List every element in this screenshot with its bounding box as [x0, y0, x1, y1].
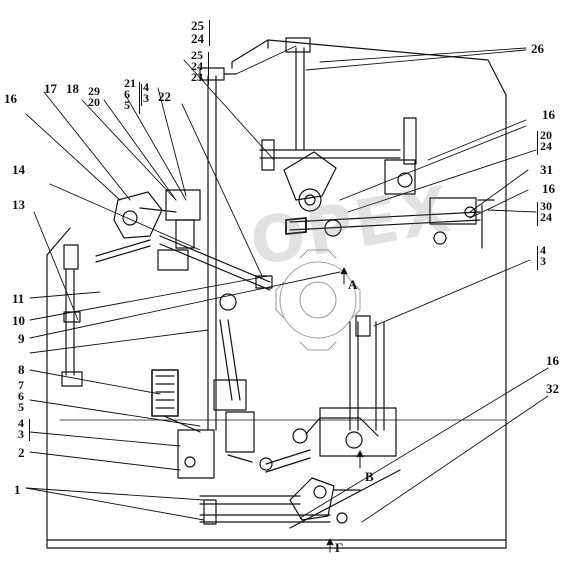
- callout-bar: [208, 52, 209, 85]
- callout-16: 16: [542, 107, 555, 122]
- upper-right-linkage: [259, 117, 495, 249]
- callout-22: 22: [158, 89, 171, 104]
- callout-5: 5: [124, 98, 130, 112]
- callout-bar: [209, 20, 210, 46]
- callout-31: 31: [540, 162, 553, 177]
- callout-13: 13: [12, 197, 25, 212]
- callout-stack-21-6-5: 21 6 5: [124, 76, 136, 112]
- callout-17: 17: [44, 81, 57, 96]
- callout-11: 11: [12, 291, 25, 306]
- callout-stack-4-3: 4 3: [143, 80, 149, 105]
- callout-bar: [141, 84, 142, 106]
- callout-bar: [537, 246, 538, 270]
- callout-6: 6: [124, 87, 130, 101]
- callout-26: 26: [531, 41, 544, 56]
- callout-3: 3: [540, 254, 546, 268]
- callout-stack-25-24: 25 24: [191, 19, 204, 45]
- callout-bar: [29, 419, 30, 441]
- callout-stack-4-3: 4 3: [18, 416, 24, 441]
- callout-4: 4: [18, 416, 24, 430]
- callout-6: 6: [18, 389, 24, 403]
- callout-25: 25: [191, 48, 203, 62]
- callout-3: 3: [143, 91, 149, 105]
- callout-bar: [537, 131, 538, 155]
- callout-7: 7: [18, 378, 24, 392]
- callout-24: 24: [540, 139, 552, 153]
- callout-16: 16: [4, 91, 17, 106]
- callout-10: 10: [12, 313, 25, 328]
- callout-32: 32: [546, 381, 559, 396]
- callout-24: 24: [191, 31, 204, 46]
- pedal-assembly: [61, 189, 273, 387]
- callout-14: 14: [12, 162, 25, 177]
- callout-21: 21: [124, 76, 136, 90]
- callout-16: 16: [542, 181, 555, 196]
- callout-2: 2: [18, 445, 25, 460]
- callout-25: 25: [191, 18, 204, 33]
- callout-stack-25-24-23: 25 24 23: [191, 48, 203, 84]
- callout-20: 20: [88, 95, 100, 109]
- foot-pedal: [151, 369, 215, 479]
- callout-9: 9: [18, 331, 25, 346]
- callout-stack-30-24: 30 24: [540, 199, 552, 224]
- view-arrows: [326, 267, 364, 553]
- callout-bar: [537, 202, 538, 226]
- callout-stack-7-6-5: 7 6 5: [18, 378, 24, 414]
- callout-30: 30: [540, 199, 552, 213]
- view-label-a: A: [348, 277, 358, 292]
- callout-16: 16: [546, 353, 559, 368]
- callout-18: 18: [66, 81, 79, 96]
- callout-3: 3: [18, 427, 24, 441]
- callout-bar: [139, 82, 140, 114]
- center-linkage: [213, 293, 397, 473]
- callout-stack-29-20: 29 20: [88, 84, 100, 109]
- view-label-g: Г: [335, 540, 344, 555]
- callout-1: 1: [14, 482, 21, 497]
- view-label-b: B: [365, 469, 374, 484]
- callout-24: 24: [540, 210, 552, 224]
- callout-24: 24: [191, 59, 203, 73]
- callout-23: 23: [191, 70, 203, 84]
- callout-4: 4: [540, 243, 546, 257]
- callout-8: 8: [18, 362, 25, 377]
- callout-20: 20: [540, 128, 552, 142]
- callout-5: 5: [18, 400, 24, 414]
- gear-watermark: [275, 249, 361, 351]
- callout-29: 29: [88, 84, 100, 98]
- lower-rods: [199, 469, 401, 529]
- steering-columns: [199, 37, 311, 431]
- callout-4: 4: [143, 80, 149, 94]
- leader-lines: [25, 45, 549, 523]
- housing-frame: [46, 39, 507, 549]
- callout-stack-4-3: 4 3: [540, 243, 546, 268]
- callout-stack-20-24: 20 24: [540, 128, 552, 153]
